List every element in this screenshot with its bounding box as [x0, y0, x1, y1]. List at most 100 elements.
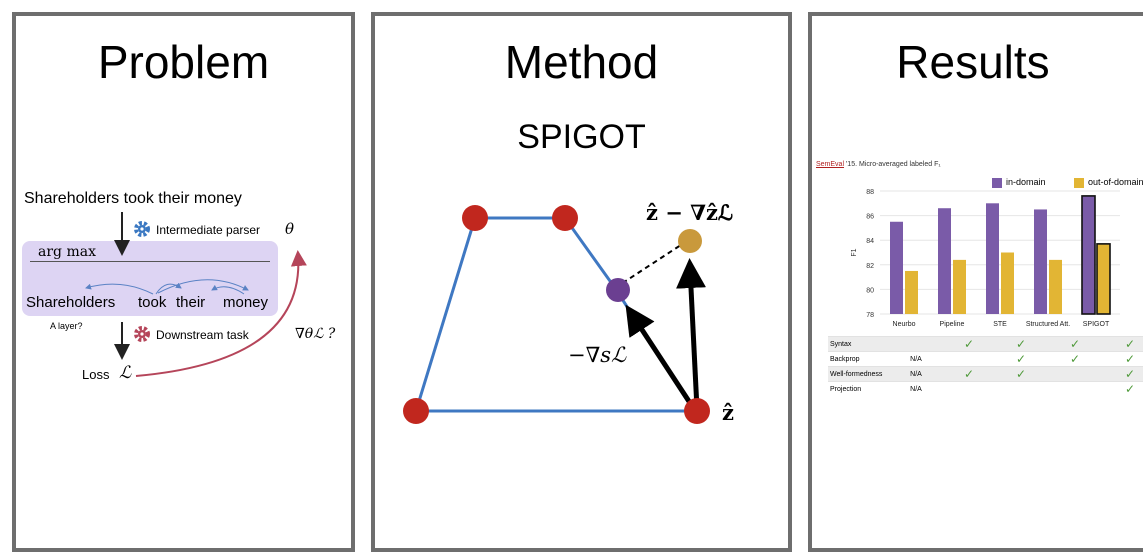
check-icon: ✓: [998, 366, 1044, 382]
bar-in-domain: [938, 208, 951, 314]
feature-cell: [1044, 381, 1106, 396]
check-icon: ✓: [940, 336, 998, 352]
downstream-label: Downstream task: [156, 328, 249, 342]
check-icon: ✓: [998, 351, 1044, 367]
problem-panel: Problem Shareholders took their money ar…: [12, 12, 355, 552]
x-tick-label: Pipeline: [940, 321, 965, 328]
x-tick-label: Structured Att.: [1026, 321, 1070, 328]
argmax-box: [22, 241, 278, 316]
feature-cell: [940, 381, 998, 396]
feature-cell: [892, 336, 940, 352]
dependency-arc: [85, 283, 154, 295]
zhat-label: ẑ: [722, 400, 734, 425]
bar-in-domain: [1034, 209, 1047, 314]
vertex-point: [684, 398, 710, 424]
feature-cell: [1044, 366, 1106, 382]
dependency-arc: [157, 279, 249, 294]
gear-icon: [134, 326, 150, 342]
feature-cell: N/A: [892, 351, 940, 367]
dependency-arc: [211, 284, 245, 295]
layer-label: A layer?: [50, 321, 83, 331]
gear-icon: [134, 221, 150, 237]
x-tick-label: STE: [993, 321, 1007, 328]
grad-s-label: −∇sℒ: [568, 343, 627, 367]
parser-label: Intermediate parser: [156, 223, 261, 237]
vertex-point: [462, 205, 488, 231]
x-tick-label: Neurbo: [893, 321, 916, 328]
vertex-point: [552, 205, 578, 231]
gradient-label: ∇θℒ ?: [295, 326, 336, 342]
bar-in-domain: [890, 221, 903, 314]
results-panel: Results SemEval '15. Micro-averaged labe…: [808, 12, 1143, 552]
chart-caption: SemEval '15. Micro-averaged labeled F₁: [816, 161, 941, 168]
check-icon: ✓: [998, 336, 1044, 352]
legend-label: out-of-domain: [1088, 177, 1143, 187]
y-axis-label: F1: [851, 248, 858, 256]
bar-out-of-domain: [1096, 243, 1111, 315]
gradient-arrow: [135, 250, 307, 377]
method-title: Method: [504, 36, 659, 88]
dependency-arc: [155, 282, 182, 295]
feature-cell: N/A: [892, 381, 940, 396]
feature-label: Projection: [828, 381, 892, 396]
method-subtitle: SPIGOT: [517, 118, 646, 156]
feature-row: Syntax✓✓✓✓: [828, 336, 1143, 352]
x-tick-label: SPIGOT: [1083, 321, 1110, 328]
legend-label: in-domain: [1006, 177, 1046, 187]
problem-graphics: [85, 212, 307, 377]
zhat-grad-label: ẑ − ∇ẑℒ: [646, 200, 734, 225]
y-tick-label: 84: [866, 238, 874, 245]
argmax-divider: [30, 261, 270, 262]
parsed-word: took: [138, 294, 167, 311]
update-arrow: [676, 258, 706, 410]
check-icon: ✓: [940, 366, 998, 382]
caption-text: '15. Micro-averaged labeled F₁: [844, 161, 941, 168]
check-icon: ✓: [1106, 351, 1143, 367]
y-tick-label: 82: [866, 263, 874, 270]
projected-point: [606, 278, 630, 302]
feature-cell: N/A: [892, 366, 940, 382]
check-icon: ✓: [1106, 381, 1143, 396]
input-sentence: Shareholders took their money: [24, 190, 242, 207]
y-tick-label: 86: [866, 214, 874, 221]
problem-title: Problem: [97, 36, 270, 88]
check-icon: ✓: [1106, 366, 1143, 382]
bar-out-of-domain: [905, 270, 918, 314]
parser-theta: θ: [285, 220, 295, 238]
argmax-label: arg max: [38, 244, 96, 260]
y-tick-label: 78: [866, 312, 874, 319]
results-title: Results: [896, 36, 1050, 88]
check-icon: ✓: [1044, 351, 1106, 367]
feature-cell: [940, 351, 998, 367]
legend-swatch-out: [1074, 178, 1084, 188]
spigot-polytope: [403, 205, 710, 424]
bar-out-of-domain: [953, 259, 966, 314]
parsed-word: their: [176, 294, 206, 311]
bar-in-domain: [1081, 195, 1096, 315]
bar-in-domain: [986, 203, 999, 314]
feature-label: Well-formedness: [828, 366, 892, 382]
updated-point: [678, 229, 702, 253]
bar-out-of-domain: [1049, 259, 1062, 314]
feature-label: Syntax: [828, 336, 892, 352]
legend-swatch-in: [992, 178, 1002, 188]
check-icon: ✓: [1044, 336, 1106, 352]
method-panel: Method SPIGOT ẑ − ∇ẑℒ −∇sℒ ẑ: [371, 12, 792, 552]
loss-label: Loss: [82, 367, 110, 382]
feature-cell: [998, 381, 1044, 396]
polytope-edge: [413, 216, 697, 413]
check-icon: ✓: [1106, 336, 1143, 352]
bar-out-of-domain: [1001, 252, 1014, 314]
y-tick-label: 80: [866, 287, 874, 294]
parsed-word: money: [223, 294, 269, 311]
loss-symbol: ℒ: [119, 363, 132, 383]
vertex-point: [403, 398, 429, 424]
caption-link[interactable]: SemEval: [816, 161, 845, 168]
y-tick-label: 88: [866, 189, 874, 196]
feature-label: Backprop: [828, 351, 892, 367]
